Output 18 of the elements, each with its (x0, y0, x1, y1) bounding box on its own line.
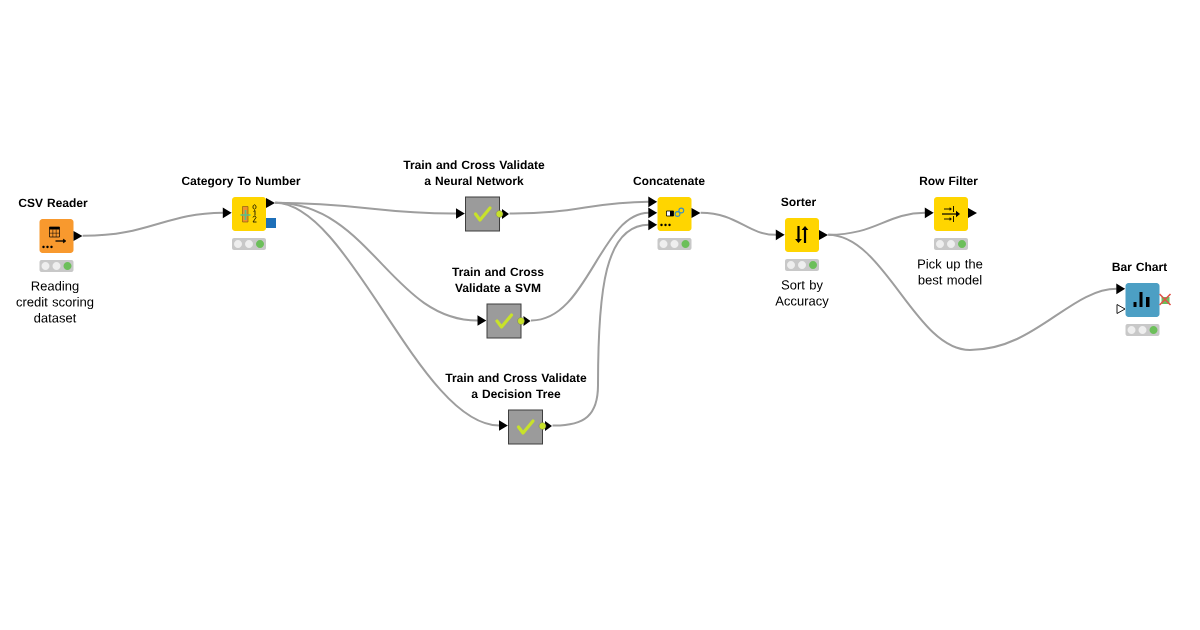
node-label: Concatenate (633, 176, 705, 186)
node-comment: Sort by Accuracy (775, 280, 829, 309)
workflow-node: Row Filter (919, 176, 978, 231)
workflow-node: Train and Cross Validate a Neural Network (403, 160, 545, 232)
workflow-node: Train and Cross Validate a Decision Tree (445, 373, 587, 445)
node-label: Train and Cross Validate a SVM (452, 267, 544, 293)
node-comment: Pick up the best model (918, 259, 983, 285)
node-label: Train and Cross Validate a Decision Tree (445, 373, 587, 399)
node-label: Train and Cross Validate a Neural Network (403, 160, 545, 186)
workflow-node: Bar Chart (1112, 262, 1167, 317)
node-label: Category To Number (181, 176, 301, 188)
workflow-node: Train and Cross Validate a SVM (452, 267, 544, 339)
node-label: Bar Chart (1112, 262, 1168, 272)
node-comment: Reading credit scoring dataset (16, 281, 94, 323)
workflow-node: CSV Reader (18, 198, 88, 253)
workflow-node: Category To Number (181, 176, 301, 231)
workflow-node: Concatenate (633, 176, 705, 231)
workflow-node: Sorter (781, 197, 828, 252)
